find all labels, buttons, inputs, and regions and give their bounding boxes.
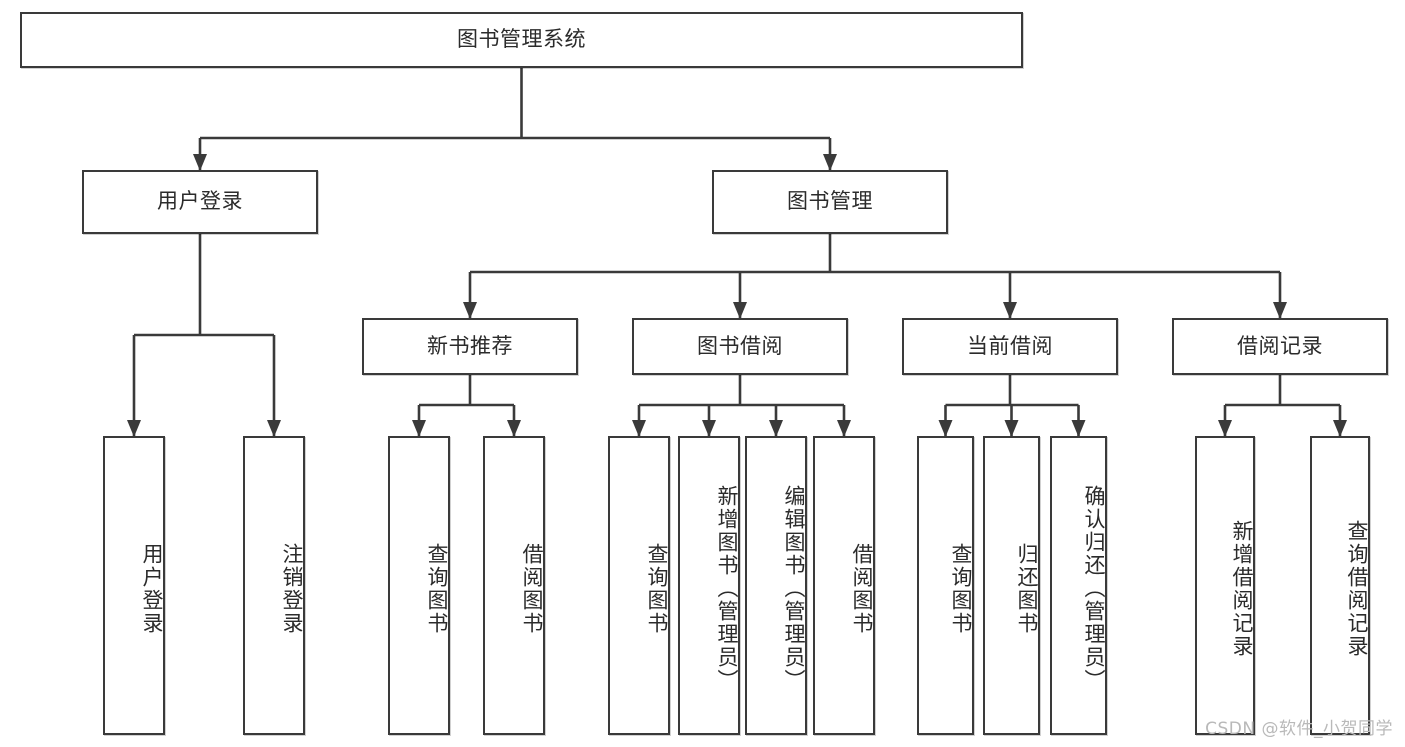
arrow-head-leaf-new-borrow bbox=[507, 420, 521, 437]
arrow-head-leaf-new-query bbox=[412, 420, 426, 437]
node-label-leaf-new-query: 查询图书 bbox=[425, 542, 449, 635]
node-records[interactable]: 借阅记录 bbox=[1172, 318, 1388, 375]
arrow-head-leaf-record-add bbox=[1218, 420, 1232, 437]
arrow-head-leaf-current-confirm bbox=[1071, 420, 1086, 437]
node-leaf-current-confirm[interactable]: 确认归还（管理员） bbox=[1050, 436, 1107, 735]
node-leaf-borrow-add[interactable]: 新增图书（管理员） bbox=[678, 436, 740, 735]
node-label-leaf-current-confirm: 确认归还（管理员） bbox=[1082, 485, 1106, 692]
node-label-leaf-borrow-edit: 编辑图书（管理员） bbox=[782, 485, 806, 692]
node-label-leaf-borrow-query: 查询图书 bbox=[645, 542, 669, 635]
node-leaf-current-return[interactable]: 归还图书 bbox=[983, 436, 1040, 735]
node-label-leaf-borrow-add: 新增图书（管理员） bbox=[715, 485, 739, 692]
node-bookmgmt[interactable]: 图书管理 bbox=[712, 170, 948, 234]
node-leaf-borrow-lend[interactable]: 借阅图书 bbox=[813, 436, 875, 735]
node-leaf-record-add[interactable]: 新增借阅记录 bbox=[1195, 436, 1255, 735]
node-leaf-user-login[interactable]: 用户登录 bbox=[103, 436, 165, 735]
node-leaf-record-query[interactable]: 查询借阅记录 bbox=[1310, 436, 1370, 735]
arrow-head-leaf-record-query bbox=[1333, 420, 1347, 437]
node-label-root: 图书管理系统 bbox=[457, 27, 586, 52]
node-label-leaf-record-query: 查询借阅记录 bbox=[1345, 519, 1369, 658]
arrow-head-leaf-user-login bbox=[127, 420, 141, 437]
arrow-head-newbook bbox=[463, 302, 477, 319]
node-label-leaf-user-login: 用户登录 bbox=[140, 542, 164, 635]
arrow-head-bookmgmt bbox=[823, 154, 837, 171]
node-leaf-borrow-edit[interactable]: 编辑图书（管理员） bbox=[745, 436, 807, 735]
node-label-leaf-current-query: 查询图书 bbox=[949, 542, 973, 635]
node-label-bookmgmt: 图书管理 bbox=[787, 189, 873, 214]
arrow-head-records bbox=[1273, 302, 1287, 319]
node-leaf-current-query[interactable]: 查询图书 bbox=[917, 436, 974, 735]
arrow-head-leaf-borrow-edit bbox=[769, 420, 783, 437]
node-root[interactable]: 图书管理系统 bbox=[20, 12, 1023, 68]
arrow-head-leaf-current-query bbox=[938, 420, 953, 437]
arrow-head-leaf-borrow-add bbox=[702, 420, 716, 437]
arrow-head-leaf-borrow-lend bbox=[837, 420, 851, 437]
arrow-head-borrow bbox=[733, 302, 747, 319]
node-label-borrow: 图书借阅 bbox=[697, 333, 783, 358]
arrow-head-leaf-borrow-query bbox=[632, 420, 646, 437]
node-leaf-new-borrow[interactable]: 借阅图书 bbox=[483, 436, 545, 735]
node-borrow[interactable]: 图书借阅 bbox=[632, 318, 848, 375]
arrow-head-leaf-current-return bbox=[1004, 420, 1019, 437]
node-label-records: 借阅记录 bbox=[1237, 333, 1323, 358]
node-label-leaf-current-return: 归还图书 bbox=[1015, 542, 1039, 635]
node-leaf-new-query[interactable]: 查询图书 bbox=[388, 436, 450, 735]
node-label-login: 用户登录 bbox=[157, 189, 243, 214]
node-label-leaf-new-borrow: 借阅图书 bbox=[520, 542, 544, 635]
node-login[interactable]: 用户登录 bbox=[82, 170, 318, 234]
arrow-head-leaf-user-logout bbox=[267, 420, 281, 437]
node-label-leaf-borrow-lend: 借阅图书 bbox=[850, 542, 874, 635]
node-leaf-user-logout[interactable]: 注销登录 bbox=[243, 436, 305, 735]
node-leaf-borrow-query[interactable]: 查询图书 bbox=[608, 436, 670, 735]
arrow-head-login bbox=[193, 154, 207, 171]
arrow-head-current bbox=[1003, 302, 1017, 319]
watermark: CSDN @软件_小贺同学 bbox=[1205, 719, 1393, 739]
node-label-newbook: 新书推荐 bbox=[427, 333, 513, 358]
node-label-current: 当前借阅 bbox=[967, 333, 1053, 358]
node-newbook[interactable]: 新书推荐 bbox=[362, 318, 578, 375]
node-label-leaf-user-logout: 注销登录 bbox=[280, 542, 304, 635]
node-current[interactable]: 当前借阅 bbox=[902, 318, 1118, 375]
node-label-leaf-record-add: 新增借阅记录 bbox=[1230, 519, 1254, 658]
